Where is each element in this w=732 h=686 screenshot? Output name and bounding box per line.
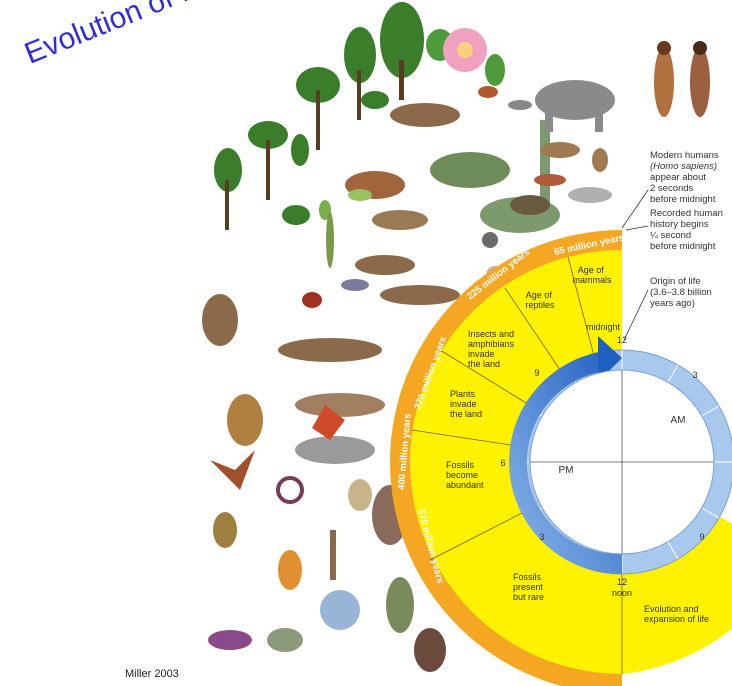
clock-noon-label: noon — [612, 588, 632, 598]
clock-9-right: 9 — [699, 532, 704, 542]
clock-6-left: 6 — [500, 458, 505, 468]
clock-am-label: AM — [671, 415, 686, 426]
credit-text: Miller 2003 — [125, 668, 179, 680]
clock-pm-label: PM — [559, 465, 574, 476]
wedge-label-plants: Plants invade the land — [450, 389, 482, 419]
human-figures — [654, 41, 710, 117]
clock-9-left: 9 — [534, 368, 539, 378]
wedge-label-reptiles: Age of reptiles — [525, 290, 555, 310]
clock-midnight-label: midnight — [586, 322, 621, 332]
clock-12-bottom: 12 — [617, 577, 627, 587]
note-origin-of-life: Origin of life (3.6–3.8 billion years ag… — [650, 276, 712, 309]
wedge-label-evolution: Evolution and expansion of life — [644, 604, 709, 624]
clock-3-right: 3 — [692, 370, 697, 380]
flower-illustration — [443, 28, 505, 86]
clock-3-left: 3 — [539, 532, 544, 542]
wedge-label-fossils-rare: Fossils present but rare — [513, 572, 546, 602]
note-modern-humans: Modern humans (Homo sapiens) appear abou… — [650, 150, 719, 205]
note-recorded-history: Recorded human history begins ¼ second b… — [650, 208, 723, 252]
note-pointers — [622, 190, 648, 340]
fish-illustrations — [202, 294, 385, 464]
wedge-label-mammals: Age of mammals — [572, 265, 612, 285]
